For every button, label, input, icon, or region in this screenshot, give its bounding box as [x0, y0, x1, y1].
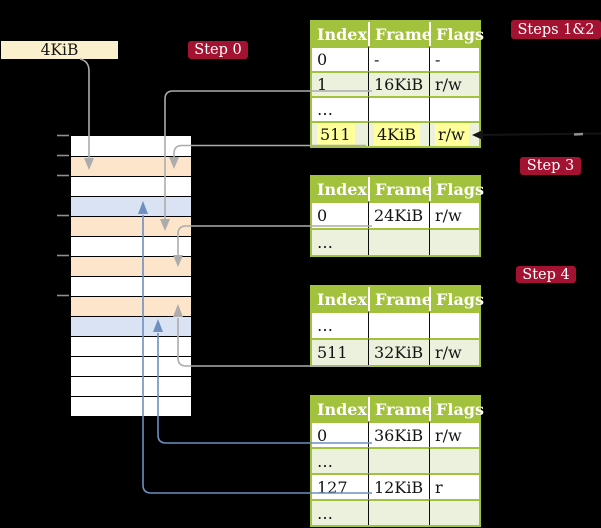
memory-row: [71, 236, 191, 256]
highlighted-value: 4KiB: [374, 124, 421, 146]
column-header: Flags: [429, 287, 484, 311]
column-header: Frame: [368, 397, 432, 421]
column-header: Frame: [368, 22, 432, 46]
memory-row: [71, 316, 191, 336]
memory-row: [71, 336, 191, 356]
memory-row: [71, 296, 191, 316]
memory-row: [71, 276, 191, 296]
table-header-row: Index Frame Flags: [312, 22, 484, 46]
table-row: 0 24KiB r/w: [312, 201, 479, 228]
step-0-badge: Step 0: [188, 41, 248, 59]
column-header: Index: [312, 177, 368, 201]
highlighted-value: 511: [317, 124, 355, 146]
table-row: 511 32KiB r/w: [312, 338, 479, 365]
table-row: …: [312, 96, 479, 121]
external-pointer-arrow: [472, 130, 601, 140]
memory-row: [71, 156, 191, 176]
table-row: 127 12KiB r: [312, 473, 479, 499]
address-ticks: [57, 134, 69, 297]
column-header: Flags: [429, 397, 484, 421]
memory-row: [71, 356, 191, 376]
table-header-row: Index Frame Flags: [312, 397, 484, 421]
memory-row: [71, 376, 191, 396]
column-header: Frame: [368, 177, 432, 201]
external-pointer-dash: [573, 132, 584, 136]
column-header: Index: [312, 22, 368, 46]
steps-1-2-badge: Steps 1&2: [511, 20, 601, 39]
highlighted-value: r/w: [435, 124, 469, 146]
table-row: 0 36KiB r/w: [312, 421, 479, 447]
column-header: Flags: [429, 22, 484, 46]
page-table-4: Index Frame Flags 0 36KiB r/w … 127 12Ki…: [310, 395, 484, 527]
page-table-2: Index Frame Flags 0 24KiB r/w …: [310, 175, 484, 257]
page-size-label: 4KiB: [1, 41, 118, 59]
page-table-1: Index Frame Flags 0 - - 1 16KiB r/w … 51…: [310, 20, 484, 148]
table-row: 0 - -: [312, 46, 479, 71]
column-header: Index: [312, 397, 368, 421]
table-row: …: [312, 447, 479, 473]
table-header-row: Index Frame Flags: [312, 177, 484, 201]
memory-row: [71, 216, 191, 236]
page-table-3: Index Frame Flags … 511 32KiB r/w: [310, 285, 484, 367]
table-row: …: [312, 311, 479, 338]
memory-row: [71, 396, 191, 416]
table-header-row: Index Frame Flags: [312, 287, 484, 311]
memory-row: [71, 136, 191, 156]
physical-memory-stack: [70, 136, 192, 416]
table-row: …: [312, 499, 479, 525]
external-pointer-shaft: [480, 132, 601, 136]
memory-row: [71, 196, 191, 216]
table-row: 1 16KiB r/w: [312, 71, 479, 96]
step-4-badge: Step 4: [516, 266, 576, 283]
memory-row: [71, 256, 191, 276]
column-header: Frame: [368, 287, 432, 311]
step-3-badge: Step 3: [520, 157, 581, 175]
memory-row: [71, 176, 191, 196]
column-header: Index: [312, 287, 368, 311]
column-header: Flags: [429, 177, 484, 201]
table-row-highlighted: 511 4KiB r/w: [312, 121, 479, 146]
table-row: …: [312, 228, 479, 255]
